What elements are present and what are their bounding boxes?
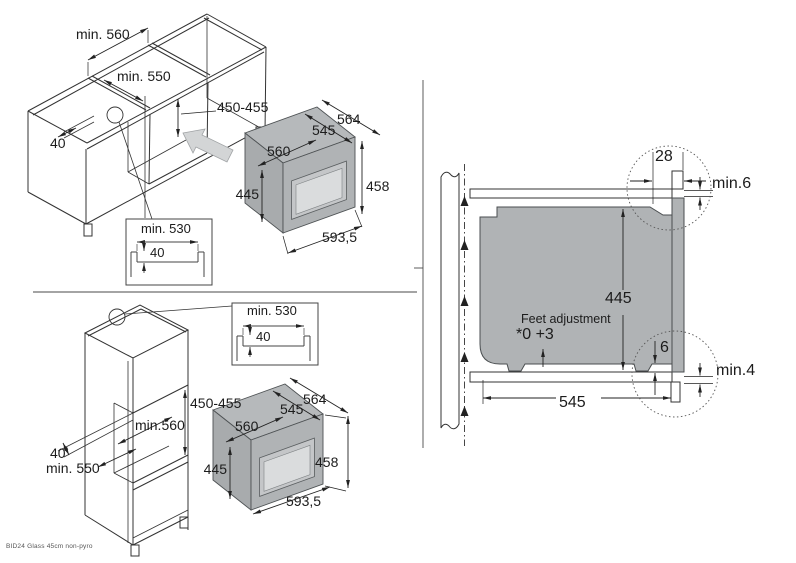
detail-callout-marker: [108, 308, 126, 326]
side-dim-min6: min.6: [712, 175, 752, 192]
tall-dim-rail-width: 40: [50, 445, 66, 461]
tall-oven-dim-458: 458: [315, 454, 339, 470]
base-dim-rail-width: 40: [50, 135, 66, 151]
tall-cabinet-drawing: [57, 304, 233, 557]
side-dim-545: 545: [559, 394, 586, 411]
model-note: BID24 Glass 45cm non-pyro: [6, 543, 93, 550]
tall-oven-dimension-lines: [225, 377, 350, 515]
frame-bottom-tab: [670, 381, 681, 403]
tall-recess-depth: 40: [256, 329, 271, 344]
airflow-line: [460, 164, 469, 446]
base-oven-dimension-lines: [257, 99, 381, 255]
side-dimension-lines: [482, 152, 713, 404]
base-cabinet-dimension-lines: [57, 27, 217, 138]
base-recess-detail-box: [125, 218, 213, 286]
worktop-top: [469, 188, 673, 199]
base-oven-dim-445: 445: [235, 186, 259, 202]
base-oven-dim-564: 564: [337, 111, 361, 127]
oven-front-frame: [671, 197, 685, 373]
oven-body-section: [479, 206, 673, 372]
side-dim-min4: min.4: [716, 362, 756, 379]
tall-dim-niche-height: 450-455: [190, 395, 242, 411]
base-oven-dim-545: 545: [312, 122, 336, 138]
frame-top-tab: [671, 170, 684, 190]
base-recess-depth: 40: [150, 245, 165, 260]
section-divider: [33, 80, 424, 448]
detail-circle-bottom: [631, 330, 719, 418]
detail-callout-marker: [106, 106, 124, 124]
base-dim-min-width: min. 560: [76, 26, 130, 42]
feet-adjustment-value: *0 +3: [516, 326, 554, 343]
side-panel: [440, 171, 460, 430]
side-dim-6: 6: [660, 339, 669, 356]
base-oven-dim-5935: 593,5: [322, 229, 358, 245]
base-cabinet-drawing: [27, 13, 267, 237]
base-dim-niche-height: 450-455: [217, 99, 269, 115]
insert-direction-arrow: [182, 128, 234, 163]
tall-oven-dim-564: 564: [303, 391, 327, 407]
tall-dim-niche-width: min.560: [135, 417, 185, 433]
tall-recess-width: min. 530: [247, 303, 297, 318]
side-oven-section: [469, 170, 685, 403]
detail-circle-top: [626, 145, 712, 231]
base-oven-dim-560: 560: [267, 143, 291, 159]
base-dim-min-depth: min. 550: [117, 68, 171, 84]
tall-dim-min-depth: min. 550: [46, 460, 100, 476]
base-recess-width: min. 530: [141, 221, 191, 236]
feet-adjustment-note: Feet adjustment: [521, 312, 611, 326]
side-dim-28: 28: [655, 148, 673, 165]
tall-recess-detail-box: [231, 302, 319, 366]
tall-cabinet-dimension-lines: [62, 390, 187, 468]
tall-oven-dim-560: 560: [235, 418, 259, 434]
tall-oven-dim-545: 545: [280, 401, 304, 417]
shelf-bottom: [469, 371, 673, 383]
base-oven-dim-458: 458: [366, 178, 390, 194]
tall-oven-dim-445: 445: [203, 461, 227, 477]
side-dim-445: 445: [605, 290, 632, 307]
tall-oven-dim-5935: 593,5: [286, 493, 322, 509]
